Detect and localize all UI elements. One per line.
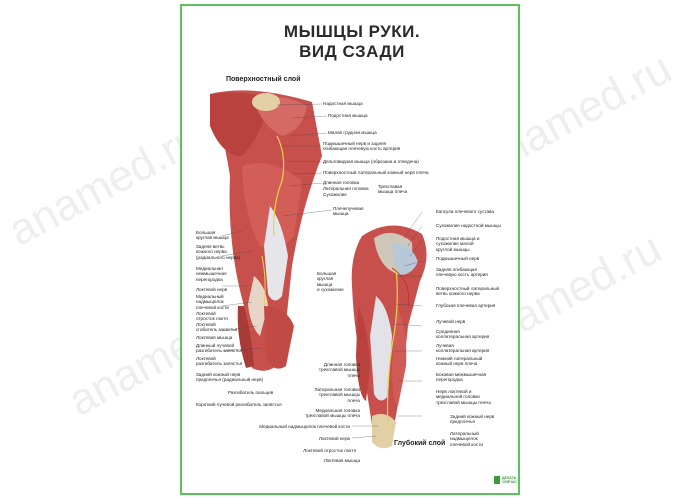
label-joint-capsule: Капсула плечевого сустава [436, 209, 494, 214]
label-posterior-cutaneous-forearm: Задний кожный нерв предплечья (радиальны… [196, 372, 264, 383]
label-nerve-to-anconeus: Нерв локтевой и медиальной головки трехг… [436, 389, 491, 405]
publisher-logo: ДЕЛАТЬ СЕЙЧАС [494, 476, 518, 488]
label-extensor-digitorum: Разгибатель пальцев [228, 390, 274, 395]
label-lateral-cutaneous-branch: Поверхностный латеральный ветвь кожного … [436, 286, 500, 297]
label-deep-ulnar-nerve: Локтевой нерв [318, 436, 350, 441]
watermark-1: anamed.ru [0, 113, 210, 256]
label-lateral-intermuscular-septum: Боковая межмышечная перегородка [436, 372, 487, 383]
label-axillary-nerve: Подмышечный нерв и задняя огибающая плеч… [323, 141, 401, 152]
logo-mark [494, 476, 500, 484]
label-infraspinatus: Подостная мышца [328, 113, 368, 118]
anatomy-illustration [210, 90, 427, 449]
label-medial-epicondyle: Медиальный надмыщелок плечевой кости [196, 294, 229, 310]
label-deep-olecranon: Локтевой отросток локтя [303, 448, 356, 453]
label-deep-long-head: Длинная головка трехглавой мышцы плеча [318, 362, 360, 378]
label-supraspinatus-tendon: Сухожилие надостной мышцы [436, 223, 501, 228]
label-deltoid: Дельтовидная мышца (обрезана и отведена) [323, 159, 419, 164]
label-teres-major-tendon: Большая круглая мышца и сухожилие [317, 271, 344, 293]
label-deep-anconeus: Локтевая мышца [323, 458, 360, 463]
label-inferior-lateral-cutaneous-nerve: Нижний латеральный кожный нерв плеча [436, 356, 483, 367]
label-medial-septum: Медиальная нежмышечная перегородка [196, 266, 227, 282]
label-posterior-circumflex-artery: Задняя огибающая плечевую кость артерия [436, 267, 488, 278]
superficial-arm [210, 90, 322, 371]
poster: МЫШЦЫ РУКИ. ВИД СЗАДИ Поверхностный слой… [180, 4, 520, 495]
label-infraspinatus-teres-minor: Подостная мышца и сухожилие малой кругло… [436, 236, 480, 252]
label-lateral-head: Латеральная головка [323, 186, 369, 191]
label-middle-collateral-artery: Срединная коллатеральная артерия [436, 329, 490, 340]
label-lateral-cutaneous-nerve: Поверхностный латеральный кожный нерв пл… [323, 170, 429, 175]
superficial-layer-title: Поверхностный слой [226, 76, 301, 83]
label-deep-brachial-artery: Глубокая плечевая артерия [436, 303, 496, 308]
label-deep-axillary-nerve: Подмышечный нерв [436, 256, 480, 261]
label-triceps: Трехглавая мышца плеча [378, 184, 408, 195]
label-olecranon: Локтевой отросток локтя [196, 311, 228, 322]
poster-title-line2: ВИД СЗАДИ [299, 42, 405, 61]
leader-lines [221, 103, 423, 439]
label-deep-medial-head: Медиальная головка трехглавой мышцы плеч… [305, 408, 360, 419]
label-brachioradialis: Плечелучевая мышца [333, 206, 364, 217]
label-radial-nerve: Лучевой нерв [436, 319, 466, 324]
label-posterior-cutaneous-branch: Задняя ветвь кожного нерва (радиального … [196, 244, 241, 260]
label-tendon: Сухожилие [323, 192, 347, 197]
deep-layer-title: Глубокий слой [394, 440, 446, 447]
label-long-head: Длинная головка [323, 180, 360, 185]
label-ulnar-nerve: Локтевой нерв [196, 287, 228, 292]
label-anconeus: Локтевая мышца [196, 335, 233, 340]
deep-arm [351, 225, 427, 449]
label-supraspinatus: Надостная мышца [323, 101, 363, 106]
label-ecr-brevis: Короткий лучевой разгибатель запястья [196, 402, 282, 407]
label-deep-posterior-cutaneous-forearm: Задний кожный нерв предплечья [450, 414, 495, 425]
label-lateral-epicondyle: Латеральный надмыщелок плечевой кости [450, 431, 483, 447]
label-deep-medial-epicondyle: Медиальный надмыщелок плечевой кости [259, 424, 350, 429]
logo-text: ДЕЛАТЬ СЕЙЧАС [502, 476, 517, 484]
label-extensor-carpi-ulnaris: Локтевой разгибатель запястья [196, 356, 243, 367]
label-flexor-carpi-ulnaris: Локтевой сгибатель запястья [196, 322, 238, 333]
poster-title-line1: МЫШЦЫ РУКИ. [283, 22, 421, 41]
label-deep-lateral-head: Латеральная головка трехглавой мышцы пле… [314, 387, 360, 403]
label-radial-collateral-artery: Лучевая коллатеральная артерия [436, 343, 490, 354]
label-teres-minor: Малая грудная мышца [328, 130, 377, 135]
label-teres-major: Большая круглая мышца [196, 230, 229, 241]
label-ecr-longus: Длинный лучевой разгибатель запястья [196, 343, 243, 354]
